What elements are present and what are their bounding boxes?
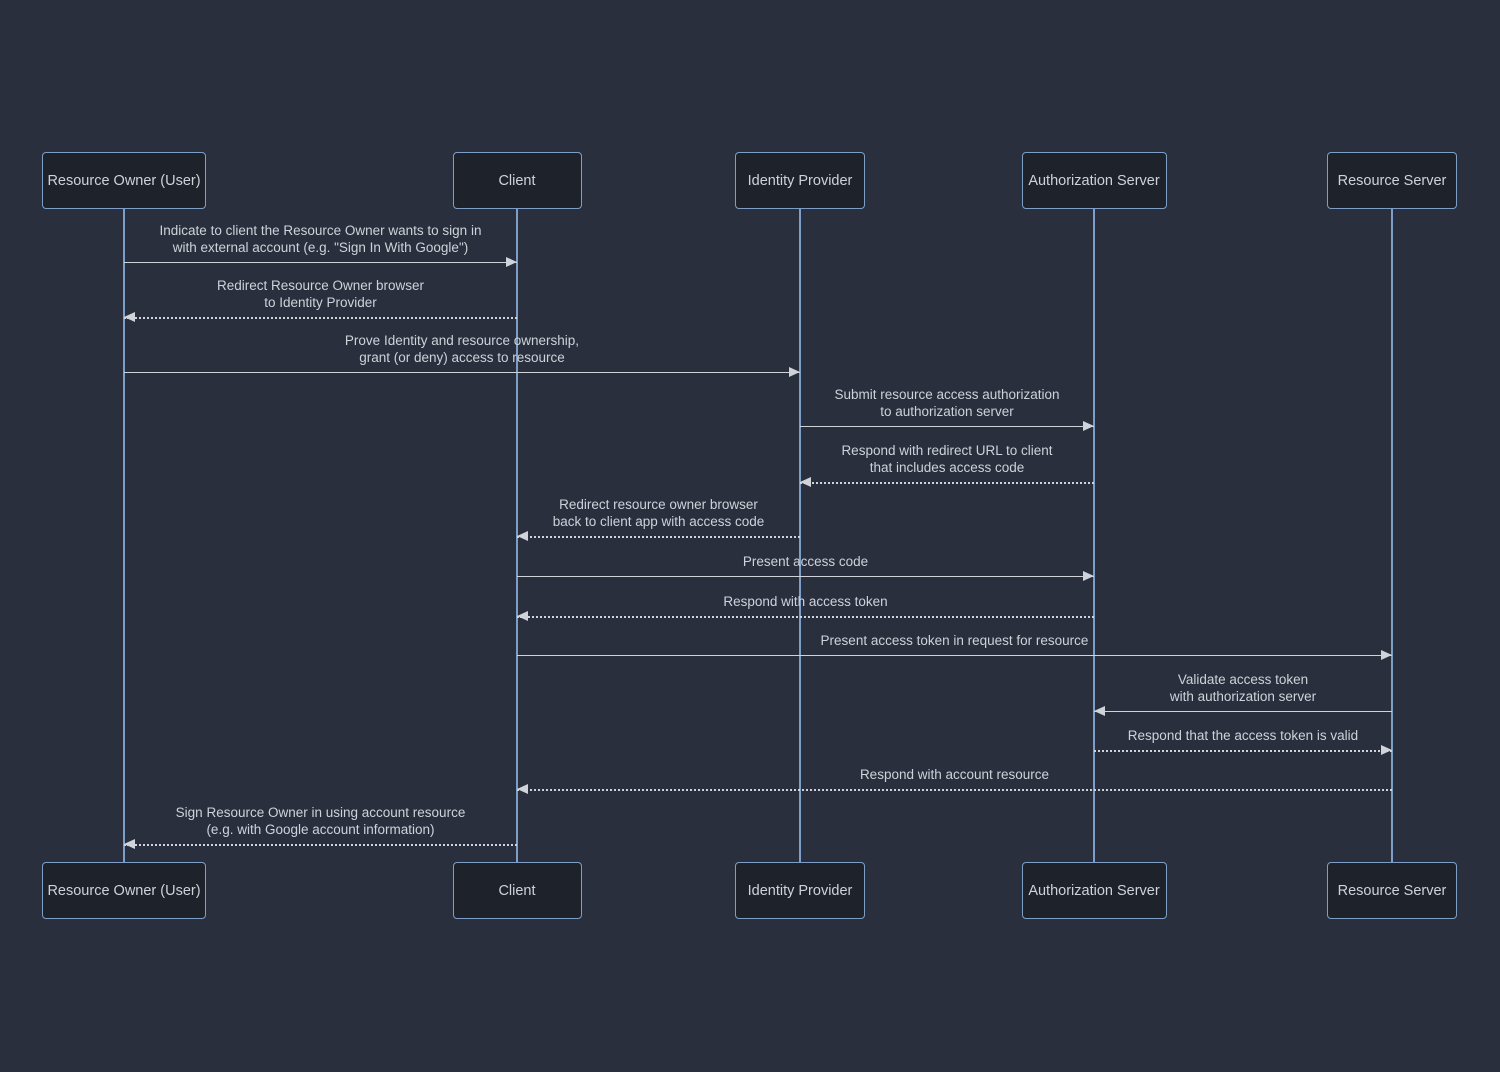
lifeline-rs bbox=[1391, 209, 1393, 862]
arrowhead-icon bbox=[1094, 706, 1105, 716]
actor-label: Resource Server bbox=[1337, 172, 1447, 189]
actor-box-top-client: Client bbox=[452, 152, 582, 209]
message-line-8 bbox=[517, 655, 1392, 656]
message-label-line: grant (or deny) access to resource bbox=[359, 349, 565, 365]
arrowhead-icon bbox=[506, 257, 517, 267]
message-label-line: to Identity Provider bbox=[264, 294, 377, 310]
message-label-line: that includes access code bbox=[869, 459, 1025, 475]
actor-label: Identity Provider bbox=[747, 882, 853, 899]
actor-label: Authorization Server bbox=[1028, 172, 1160, 189]
message-label-line: to authorization server bbox=[880, 403, 1014, 419]
message-label-line: (e.g. with Google account information) bbox=[206, 821, 435, 837]
arrowhead-icon bbox=[517, 611, 528, 621]
message-line-10 bbox=[1094, 750, 1392, 752]
message-label-line: Redirect Resource Owner browser bbox=[216, 278, 425, 293]
message-line-7 bbox=[517, 616, 1094, 618]
message-line-5 bbox=[517, 536, 800, 538]
message-label-line: Submit resource access authorization bbox=[834, 387, 1060, 402]
message-line-11 bbox=[517, 789, 1392, 791]
message-line-6 bbox=[517, 576, 1094, 577]
actor-box-bottom-client: Client bbox=[452, 862, 582, 919]
message-label-11: Respond with account resource bbox=[645, 767, 1265, 784]
arrowhead-icon bbox=[517, 784, 528, 794]
message-label-line: Respond with account resource bbox=[859, 766, 1050, 782]
lifeline-ro bbox=[123, 209, 125, 862]
message-line-1 bbox=[124, 317, 517, 319]
message-line-0 bbox=[124, 262, 517, 263]
arrowhead-icon bbox=[124, 839, 135, 849]
actor-box-bottom-ro: Resource Owner (User) bbox=[42, 862, 206, 919]
actor-box-top-rs: Resource Server bbox=[1327, 152, 1457, 209]
arrowhead-icon bbox=[1083, 571, 1094, 581]
arrowhead-icon bbox=[517, 531, 528, 541]
message-label-line: Respond with redirect URL to client bbox=[841, 443, 1053, 458]
message-label-line: back to client app with access code bbox=[552, 513, 765, 529]
arrowhead-icon bbox=[800, 477, 811, 487]
message-label-line: Validate access token bbox=[1177, 672, 1309, 687]
actor-label: Authorization Server bbox=[1028, 882, 1160, 899]
message-line-9 bbox=[1094, 711, 1392, 712]
message-label-0: Indicate to client the Resource Owner wa… bbox=[11, 223, 631, 256]
actor-label: Client bbox=[498, 172, 536, 189]
lifeline-idp bbox=[799, 209, 801, 862]
message-line-12 bbox=[124, 844, 517, 846]
actor-box-bottom-idp: Identity Provider bbox=[735, 862, 865, 919]
message-label-10: Respond that the access token is valid bbox=[933, 728, 1500, 745]
message-label-2: Prove Identity and resource ownership,gr… bbox=[152, 333, 772, 366]
message-label-line: Sign Resource Owner in using account res… bbox=[175, 805, 466, 820]
message-label-line: Redirect resource owner browser bbox=[559, 497, 758, 512]
message-label-line: Respond with access token bbox=[723, 593, 888, 609]
message-label-line: Present access token in request for reso… bbox=[820, 632, 1089, 648]
message-label-line: with external account (e.g. "Sign In Wit… bbox=[172, 239, 469, 255]
message-label-line: Prove Identity and resource ownership, bbox=[344, 333, 580, 348]
actor-box-top-idp: Identity Provider bbox=[735, 152, 865, 209]
actor-box-bottom-as: Authorization Server bbox=[1021, 862, 1167, 919]
actor-box-top-ro: Resource Owner (User) bbox=[42, 152, 206, 209]
message-label-8: Present access token in request for reso… bbox=[645, 633, 1265, 650]
message-label-line: Respond that the access token is valid bbox=[1127, 727, 1359, 743]
message-label-7: Respond with access token bbox=[496, 594, 1116, 611]
actor-label: Client bbox=[498, 882, 536, 899]
actor-label: Resource Owner (User) bbox=[47, 172, 201, 189]
actor-label: Identity Provider bbox=[747, 172, 853, 189]
message-label-6: Present access code bbox=[496, 554, 1116, 571]
actor-label: Resource Owner (User) bbox=[47, 882, 201, 899]
arrowhead-icon bbox=[1381, 745, 1392, 755]
message-line-4 bbox=[800, 482, 1094, 484]
arrowhead-icon bbox=[1381, 650, 1392, 660]
message-label-12: Sign Resource Owner in using account res… bbox=[11, 805, 631, 838]
actor-box-bottom-rs: Resource Server bbox=[1327, 862, 1457, 919]
message-line-3 bbox=[800, 426, 1094, 427]
lifeline-as bbox=[1093, 209, 1095, 862]
arrowhead-icon bbox=[1083, 421, 1094, 431]
actor-label: Resource Server bbox=[1337, 882, 1447, 899]
message-line-2 bbox=[124, 372, 800, 373]
message-label-line: Present access code bbox=[742, 553, 869, 569]
arrowhead-icon bbox=[789, 367, 800, 377]
actor-box-top-as: Authorization Server bbox=[1021, 152, 1167, 209]
arrowhead-icon bbox=[124, 312, 135, 322]
message-label-line: Indicate to client the Resource Owner wa… bbox=[159, 223, 482, 238]
message-label-line: with authorization server bbox=[1169, 688, 1317, 704]
